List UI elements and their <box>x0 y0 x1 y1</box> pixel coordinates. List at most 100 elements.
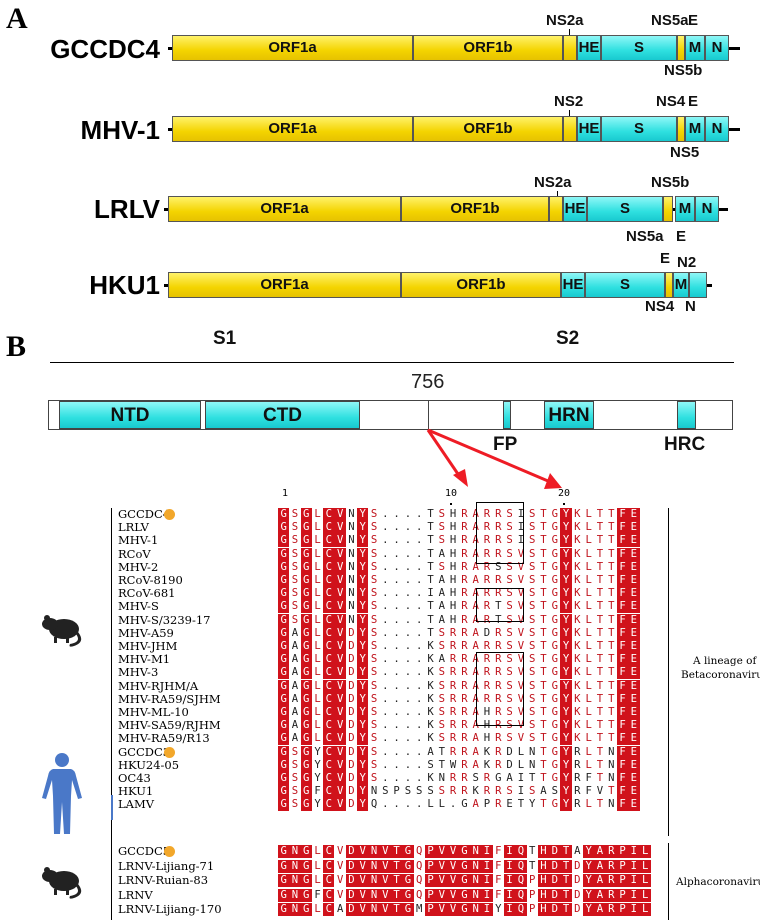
residue: . <box>382 534 389 547</box>
residue: T <box>540 534 547 547</box>
residue: H <box>537 874 550 888</box>
s2-label: S2 <box>556 328 580 349</box>
residue: G <box>278 640 290 653</box>
residue: Y <box>560 666 572 680</box>
residue: A <box>472 534 479 547</box>
residue: A <box>472 719 479 732</box>
residue: N <box>368 859 380 873</box>
genome-name-hku1: HKU1 <box>89 270 160 300</box>
residue: L <box>314 521 321 534</box>
residue: . <box>393 534 400 547</box>
residue: G <box>278 653 290 667</box>
residue: E <box>628 706 640 719</box>
residue: G <box>278 706 290 719</box>
residue: V <box>379 874 391 888</box>
residue: . <box>416 719 423 732</box>
residue: S <box>370 521 378 534</box>
residue: G <box>300 888 312 902</box>
residue: K <box>574 732 581 745</box>
sequence-name: GCCDC5 <box>118 844 171 858</box>
ns5-label: NS5 <box>670 144 700 161</box>
residue: V <box>336 874 344 887</box>
residue: G <box>551 692 558 705</box>
residue: R <box>461 508 468 520</box>
residue: S <box>506 626 513 639</box>
he-segment: HE <box>561 272 585 298</box>
residue: G <box>551 521 558 534</box>
residue: S <box>528 508 536 520</box>
residue: G <box>300 574 312 587</box>
residue: G <box>278 785 290 799</box>
residue: T <box>608 666 615 679</box>
residue: L <box>314 845 321 857</box>
residue: E <box>628 547 640 561</box>
residue: D <box>574 903 581 916</box>
residue: Q <box>416 845 423 857</box>
residue: . <box>404 600 412 613</box>
residue: G <box>278 903 290 917</box>
s1-s2-boundary <box>428 400 429 430</box>
residue: V <box>436 888 448 902</box>
residue: F <box>616 798 629 812</box>
residue: I <box>628 874 640 888</box>
residue: G <box>551 508 558 520</box>
residue: C <box>323 692 335 706</box>
residue: V <box>517 560 525 573</box>
residue: T <box>596 666 604 679</box>
residue: . <box>393 653 400 666</box>
residue: T <box>540 587 547 600</box>
residue: T <box>596 613 604 626</box>
residue: T <box>608 653 615 666</box>
hrc-label: HRC <box>664 434 706 455</box>
residue: L <box>585 666 592 679</box>
residue: Y <box>560 745 572 759</box>
residue: H <box>449 574 457 586</box>
residue: . <box>416 666 423 679</box>
residue: L <box>314 874 321 887</box>
residue: Y <box>357 508 369 521</box>
residue: L <box>639 845 651 858</box>
residue: T <box>540 772 547 784</box>
residue: T <box>540 745 547 758</box>
residue: L <box>517 758 525 771</box>
residue: L <box>314 706 321 718</box>
residue: C <box>323 679 335 693</box>
residue: N <box>289 845 301 858</box>
residue: S <box>427 758 434 771</box>
residue: R <box>461 772 468 784</box>
residue: . <box>449 798 457 811</box>
residue: E <box>628 692 640 706</box>
residue: R <box>461 732 468 745</box>
residue: N <box>608 745 615 758</box>
residue: A <box>472 560 479 573</box>
ns2a-tick <box>569 29 570 35</box>
sequence-name: MHV-S/3239-17 <box>118 612 211 627</box>
residue: Y <box>357 706 369 719</box>
residue: H <box>449 587 457 600</box>
residue: R <box>461 600 468 613</box>
residue: V <box>336 845 344 857</box>
residue: A <box>438 653 445 666</box>
residue: R <box>483 666 491 679</box>
residue: I <box>503 888 516 902</box>
ns4-label: NS4 <box>656 93 686 110</box>
residue: T <box>596 534 604 547</box>
residue: R <box>483 560 491 573</box>
residue: H <box>483 706 491 718</box>
residue: I <box>628 888 640 902</box>
residue: V <box>517 640 525 652</box>
residue: S <box>506 521 513 534</box>
fp-label: FP <box>493 434 518 455</box>
residue: S <box>528 613 536 626</box>
residue: T <box>540 508 547 520</box>
residue: G <box>402 845 414 858</box>
residue: T <box>608 785 615 798</box>
residue: R <box>495 653 502 666</box>
residue: Y <box>357 679 369 693</box>
residue: Y <box>560 692 572 706</box>
sequence-name: RCoV <box>118 546 151 561</box>
residue: F <box>616 772 629 785</box>
residue: N <box>348 521 355 534</box>
